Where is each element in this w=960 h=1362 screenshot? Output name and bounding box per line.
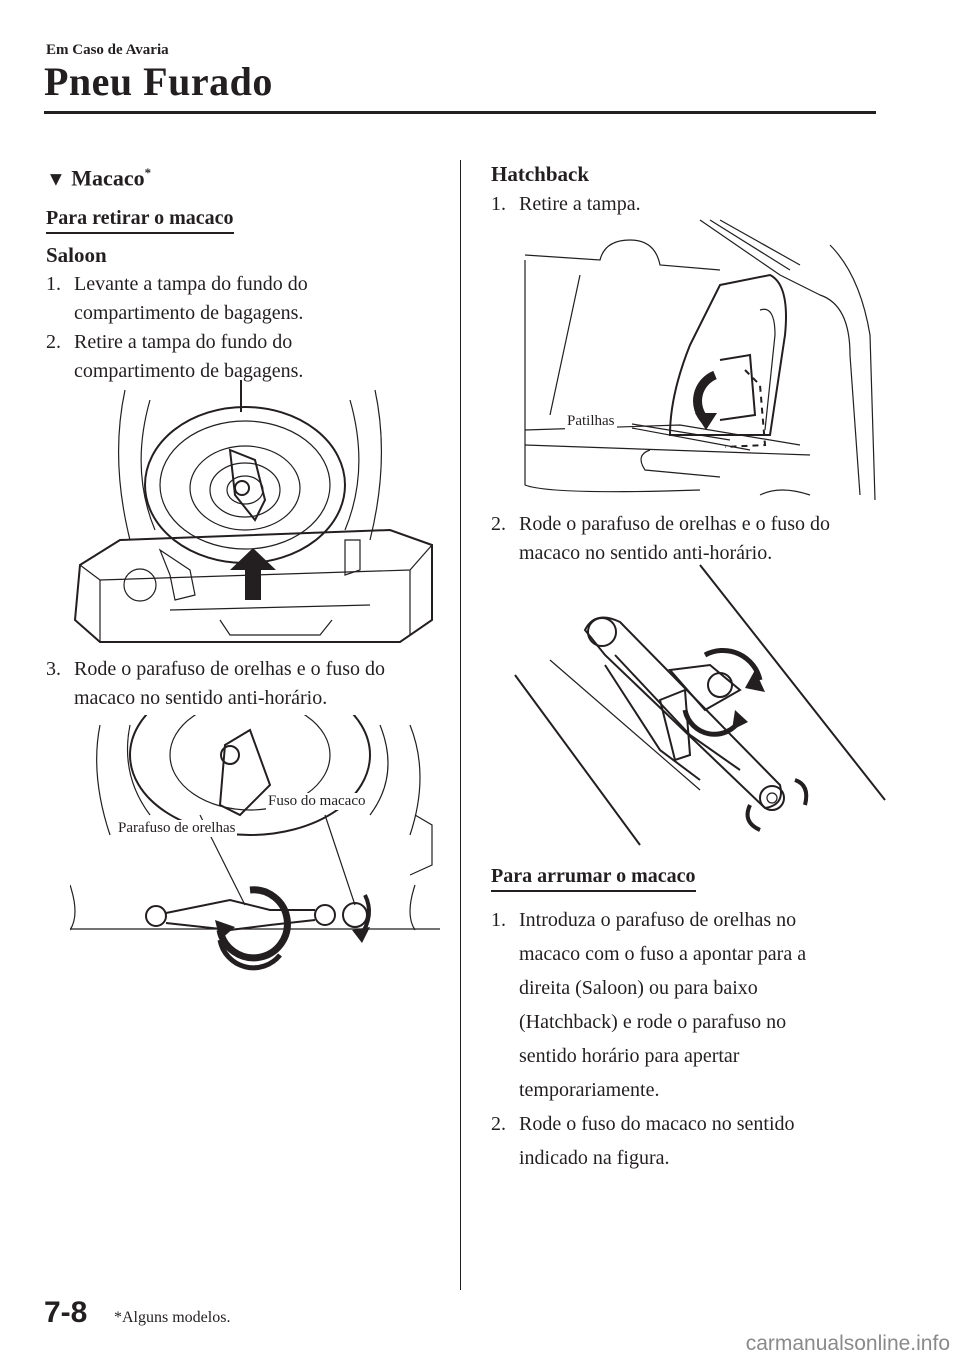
step-text-cont: macaco no sentido anti-horário. [74, 687, 328, 709]
left-step-3: 3. Rode o parafuso de orelhas e o fuso do… [46, 655, 385, 713]
step-text: Rode o fuso do macaco no sentido [519, 1113, 795, 1135]
step-text-cont: compartimento de bagagens. [74, 302, 304, 324]
section-title: Macaco [71, 165, 145, 191]
left-step-2: 2. Retire a tampa do fundo do compartimen… [46, 328, 303, 386]
right-step-2: 2. Rode o parafuso de orelhas e o fuso do… [491, 510, 830, 568]
callout-wing-bolt: Parafuso de orelhas [116, 820, 238, 837]
subheading-remove-jack: Para retirar o macaco [46, 206, 234, 234]
step-text-cont: temporariamente. [519, 1079, 660, 1101]
store-step-1: 1. Introduza o parafuso de orelhas no mac… [491, 903, 806, 1107]
step-number: 2. [491, 1113, 506, 1135]
step-text: Rode o parafuso de orelhas e o fuso do [74, 658, 386, 680]
step-text-cont: sentido horário para apertar [519, 1045, 740, 1067]
spare-tire-cover-illustration [73, 380, 433, 643]
model-hatchback: Hatchback [491, 162, 590, 186]
section-heading: ▼ Macaco* [46, 165, 151, 191]
step-text-cont: (Hatchback) e rode o parafuso no [519, 1011, 787, 1033]
step-number: 1. [46, 273, 61, 295]
step-number: 2. [46, 331, 61, 353]
step-text-cont: compartimento de bagagens. [74, 360, 304, 382]
step-number: 2. [491, 513, 506, 535]
step-text: Retire a tampa do fundo do [74, 331, 293, 353]
header-rule [44, 111, 876, 114]
step-text-cont: indicado na figura. [519, 1147, 670, 1169]
store-step-2: 2. Rode o fuso do macaco no sentido indic… [491, 1107, 795, 1175]
hatchback-trunk-illustration [524, 219, 876, 501]
step-text: Levante a tampa do fundo do [74, 273, 308, 295]
step-number: 1. [491, 909, 506, 931]
model-saloon: Saloon [46, 243, 107, 267]
step-number: 1. [491, 193, 506, 215]
callout-tabs: Patilhas [565, 413, 617, 430]
footnote: *Alguns modelos. [114, 1309, 231, 1326]
jack-in-well-illustration [70, 715, 440, 971]
callout-jack-screw: Fuso do macaco [266, 793, 368, 810]
column-divider [460, 160, 461, 1290]
subheading-store-jack: Para arrumar o macaco [491, 864, 696, 892]
step-text: Rode o parafuso de orelhas e o fuso do [519, 513, 831, 535]
left-step-1: 1. Levante a tampa do fundo do compartime… [46, 270, 308, 328]
step-text: Introduza o parafuso de orelhas no [519, 909, 797, 931]
step-text-cont: macaco no sentido anti-horário. [519, 542, 773, 564]
asterisk-mark: * [144, 165, 152, 180]
page-title: Pneu Furado [44, 59, 273, 104]
right-step-1: 1. Retire a tampa. [491, 190, 641, 219]
step-text: Retire a tampa. [519, 193, 641, 215]
step-text-cont: macaco com o fuso a apontar para a [519, 943, 807, 965]
triangle-marker-icon: ▼ [46, 168, 66, 191]
chapter-title: Em Caso de Avaria [46, 42, 169, 58]
jack-closeup-illustration [514, 564, 886, 846]
page-number: 7-8 [44, 1296, 88, 1329]
watermark: carmanualsonline.info [745, 1332, 950, 1355]
step-number: 3. [46, 658, 61, 680]
step-text-cont: direita (Saloon) ou para baixo [519, 977, 758, 999]
